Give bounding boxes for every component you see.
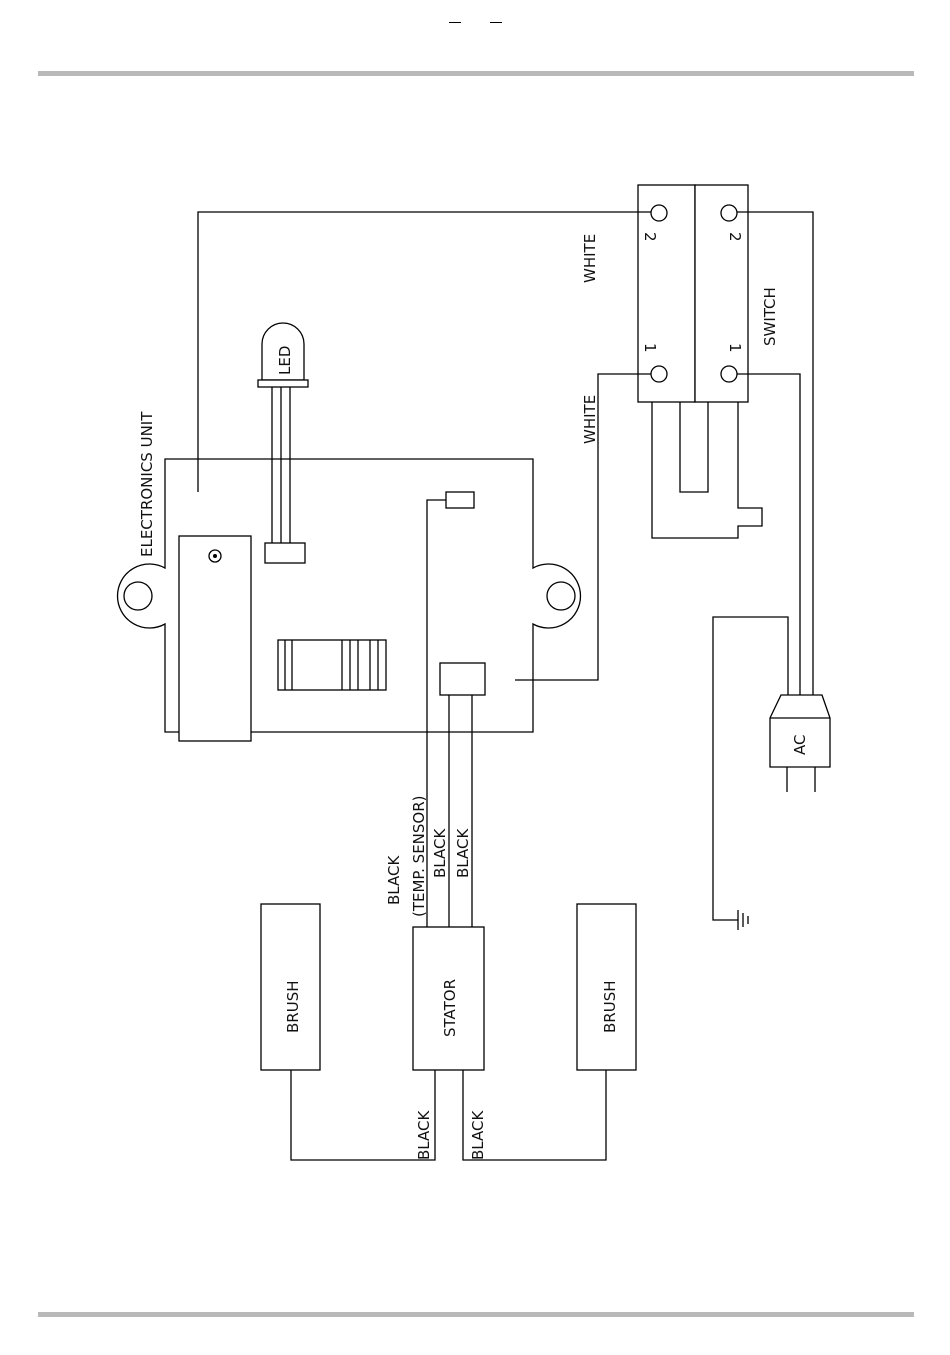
wire-switch-1-to-ac — [737, 374, 800, 695]
black-brush-left-label: BLACK — [415, 1110, 433, 1160]
brush-left-label: BRUSH — [284, 981, 302, 1034]
switch-label: SWITCH — [761, 287, 779, 346]
black-brush-right-label: BLACK — [469, 1110, 487, 1160]
wire-ground — [713, 617, 788, 920]
switch-pin-1-left: 1 — [641, 343, 659, 353]
ground-icon — [738, 910, 748, 930]
electronics-unit-label: ELECTRONICS UNIT — [138, 411, 156, 557]
electronics-unit — [118, 459, 581, 741]
black-stator-label-1: BLACK — [431, 828, 449, 878]
switch-pin-2-left: 2 — [641, 232, 659, 242]
ac-label: AC — [791, 735, 809, 755]
white-wire-label-top: WHITE — [581, 234, 599, 283]
black-sensor-label: BLACK — [385, 855, 403, 905]
switch-pin-2-right: 2 — [726, 232, 744, 242]
wire-brush-left — [291, 1070, 435, 1160]
black-stator-label-2: BLACK — [454, 828, 472, 878]
switch-pin-1-right: 1 — [726, 343, 744, 353]
stator-label: STATOR — [441, 979, 459, 1037]
white-wire-label-bottom: WHITE — [581, 395, 599, 444]
temp-sensor-label: (TEMP. SENSOR) — [410, 795, 428, 917]
led-label: LED — [276, 346, 294, 375]
brush-right-label: BRUSH — [601, 981, 619, 1034]
